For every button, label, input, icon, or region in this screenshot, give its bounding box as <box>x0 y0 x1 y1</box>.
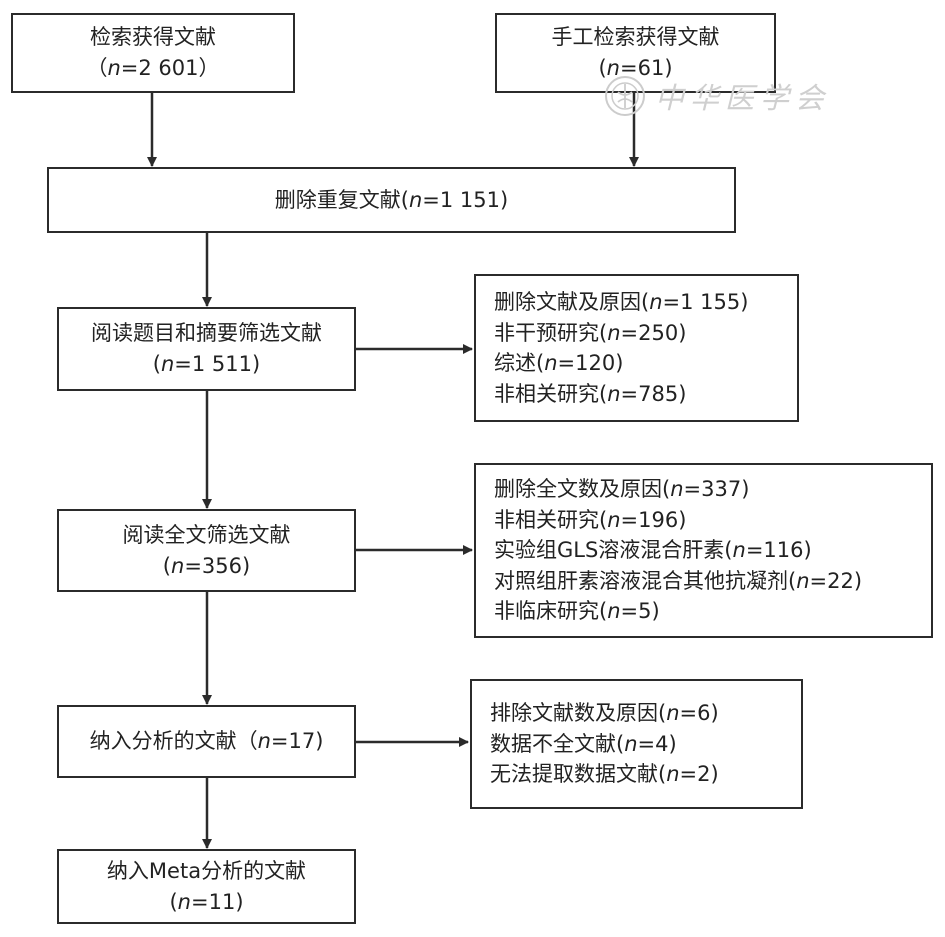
box-remove-duplicates-text: 删除重复文献(n=1 151) <box>274 187 509 212</box>
box-exclusion-data: 排除文献数及原因(n=6) 数据不全文献(n=4) 无法提取数据文献(n=2) <box>470 679 803 809</box>
box-included-analysis-text: 纳入分析的文献（n=17) <box>89 729 324 753</box>
box-remove-duplicates: 删除重复文献(n=1 151) <box>47 167 736 233</box>
box-included-analysis: 纳入分析的文献（n=17) <box>57 705 356 778</box>
exclusion-3-incomplete-data: 数据不全文献(n=4) <box>490 731 677 756</box>
medical-association-seal-icon <box>605 76 645 116</box>
watermark: 中华医学会 <box>603 74 830 118</box>
box-database-search-count: （n=2 601） <box>86 56 220 80</box>
exclusion-1-review: 综述(n=120) <box>494 351 624 375</box>
box-database-search: 检索获得文献 （n=2 601） <box>11 13 295 93</box>
box-manual-search: 手工检索获得文献 n=61 <box>495 13 776 93</box>
box-fulltext-count: n=356 <box>163 551 250 582</box>
box-fulltext-screening: 阅读全文筛选文献 n=356 <box>57 509 356 592</box>
box-manual-search-title: 手工检索获得文献 <box>551 25 720 49</box>
exclusion-2-non-clinical: 非临床研究(n=5) <box>494 599 660 624</box>
exclusion-2-gls-heparin: 实验组GLS溶液混合肝素(n=116) <box>494 538 812 563</box>
watermark-text: 中华医学会 <box>655 81 831 115</box>
box-meta-analysis: 纳入Meta分析的文献 n=11 <box>57 849 356 924</box>
box-title-abstract-title: 阅读题目和摘要筛选文献 <box>91 321 322 345</box>
exclusion-1-irrelevant: 非相关研究(n=785) <box>494 381 687 406</box>
exclusion-2-irrelevant: 非相关研究(n=196) <box>494 507 687 532</box>
exclusion-3-unextractable: 无法提取数据文献(n=2) <box>490 762 719 787</box>
exclusion-1-header: 删除文献及原因(n=1 155) <box>494 290 749 314</box>
exclusion-3-header: 排除文献数及原因(n=6) <box>490 701 719 726</box>
box-title-abstract-count: n=1 511 <box>153 349 260 380</box>
box-fulltext-title: 阅读全文筛选文献 <box>122 522 291 547</box>
box-meta-analysis-title: 纳入Meta分析的文献 <box>106 858 307 883</box>
box-meta-analysis-count: n=11 <box>169 887 243 918</box>
box-manual-search-count: n=61 <box>598 53 672 84</box>
exclusion-2-header: 删除全文数及原因(n=337) <box>494 477 750 502</box>
exclusion-1-non-intervention: 非干预研究(n=250) <box>494 320 687 345</box>
box-database-search-title: 检索获得文献 <box>90 25 216 49</box>
box-exclusion-title-abstract: 删除文献及原因(n=1 155) 非干预研究(n=250) 综述(n=120) … <box>474 274 799 422</box>
box-exclusion-fulltext: 删除全文数及原因(n=337) 非相关研究(n=196) 实验组GLS溶液混合肝… <box>474 463 933 638</box>
exclusion-2-other-anticoagulant: 对照组肝素溶液混合其他抗凝剂(n=22) <box>494 568 863 593</box>
box-title-abstract-screening: 阅读题目和摘要筛选文献 n=1 511 <box>57 307 356 391</box>
